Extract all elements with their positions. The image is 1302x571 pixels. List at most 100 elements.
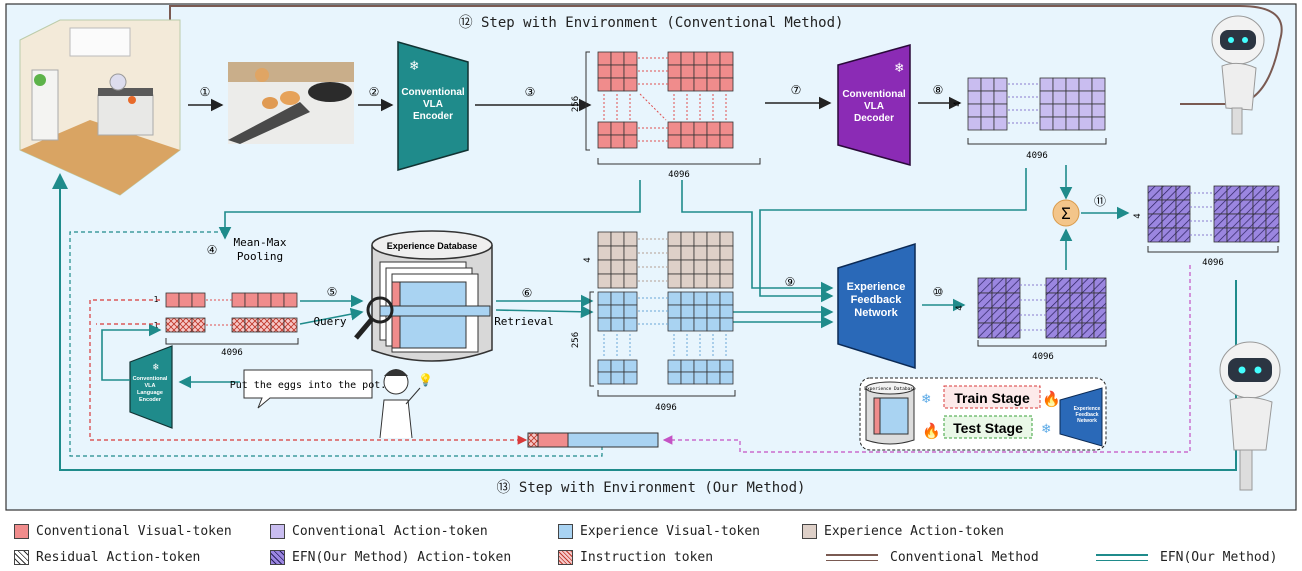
action-token [980,77,995,92]
exp-visual-token [719,317,734,332]
visual-token [597,134,612,149]
action-token [1078,90,1093,105]
efn-action-token [1239,199,1254,215]
step8-label: ⑧ [933,83,944,97]
efn-action-token [1226,227,1241,243]
action-token [1065,116,1080,131]
action-token [1091,116,1106,131]
efn-action-token [1239,227,1254,243]
action-token [1078,103,1093,118]
robot-view-image [228,62,354,144]
efn-action-token [1175,199,1191,215]
efn-action-token [1252,199,1267,215]
diagram-svg: ⑫ Step with Environment (Conventional Me… [5,3,1297,511]
stage-database-icon [865,381,915,445]
legend-line [1096,554,1148,561]
experience-database [354,230,493,362]
action-token [1039,77,1054,92]
pooled-height-2: 1 [154,321,159,330]
exp-visual-token [610,304,625,319]
efn-action-token [1175,213,1191,229]
exp-action-token [693,259,708,275]
legend-label: Conventional Action-token [292,524,488,539]
instruction-bubble [243,369,373,409]
visual-token [623,51,638,66]
efn-action-token [1265,227,1280,243]
residual-token [977,307,993,324]
step5-label: ⑤ [327,285,338,299]
exp-visual-token [706,291,721,306]
efn-action-token [1147,185,1163,201]
combined-experience-bar [527,432,659,448]
exp-visual-token [610,371,625,385]
visual-token [597,121,612,136]
visual-token [667,51,682,66]
pooled-visual-token [270,292,285,308]
legend-swatch [802,524,817,539]
residual-token [977,322,993,339]
snowflake-icon: ❄ [1042,421,1051,437]
action-token [980,90,995,105]
visual-token [623,77,638,92]
legend-label: Instruction token [580,550,714,565]
experience-token-grid [597,231,734,385]
exp-action-token [623,259,638,275]
instruction-token [257,317,272,333]
visual-token [597,77,612,92]
exp-action-token [706,245,721,261]
pooled-visual-token [283,292,298,308]
exp-visual-token [680,359,695,373]
visual-token [623,134,638,149]
efn-action-token [1252,227,1267,243]
snowflake-icon: ❄ [922,391,931,407]
instruction-token [191,317,206,333]
action-token [967,103,982,118]
action-token [1065,103,1080,118]
exp-visual-token [719,371,734,385]
visual-token [610,51,625,66]
exp-visual-token [610,317,625,332]
exp-action-token [680,231,695,247]
exp-action-token [680,245,695,261]
pooled-token-rows [165,292,298,333]
residual-token [991,322,1007,339]
legend-visual: Conventional Visual-token [14,524,232,539]
pooled-width: 4096 [221,348,243,358]
pooled-visual-token [191,292,206,308]
action-token [1091,103,1106,118]
exp-action-token [706,231,721,247]
step13-label: ⑬ Step with Environment (Our Method) [496,480,805,496]
final-grid-width: 4096 [1202,258,1224,268]
residual-token [1005,292,1021,309]
efn-action-token [1175,185,1191,201]
visual-token [693,77,708,92]
residual-token [1069,322,1083,339]
instruction-token [178,317,193,333]
residual-token [1045,322,1059,339]
residual-token [991,277,1007,294]
instruction-text: Put the eggs into the pot. [230,380,387,391]
residual-token [1093,322,1107,339]
legend-swatch [14,550,29,565]
legend-swatch [14,524,29,539]
exp-action-token [623,245,638,261]
action-token [993,90,1008,105]
kitchen-scene-image [19,19,181,196]
exp-visual-token [706,371,721,385]
exp-visual-token [719,291,734,306]
retrieval-label: Retrieval [494,315,554,328]
exp-visual-token [680,304,695,319]
exp-visual-token [597,371,612,385]
fire-icon: 🔥 [1042,390,1061,408]
exp-visual-token [623,371,638,385]
residual-token [977,277,993,294]
action-token [1052,116,1067,131]
exp-visual-token [719,359,734,373]
database-label: Experience Database [387,241,478,251]
exp-action-token [623,273,638,289]
residual-token [1005,277,1021,294]
residual-token [1069,307,1083,324]
